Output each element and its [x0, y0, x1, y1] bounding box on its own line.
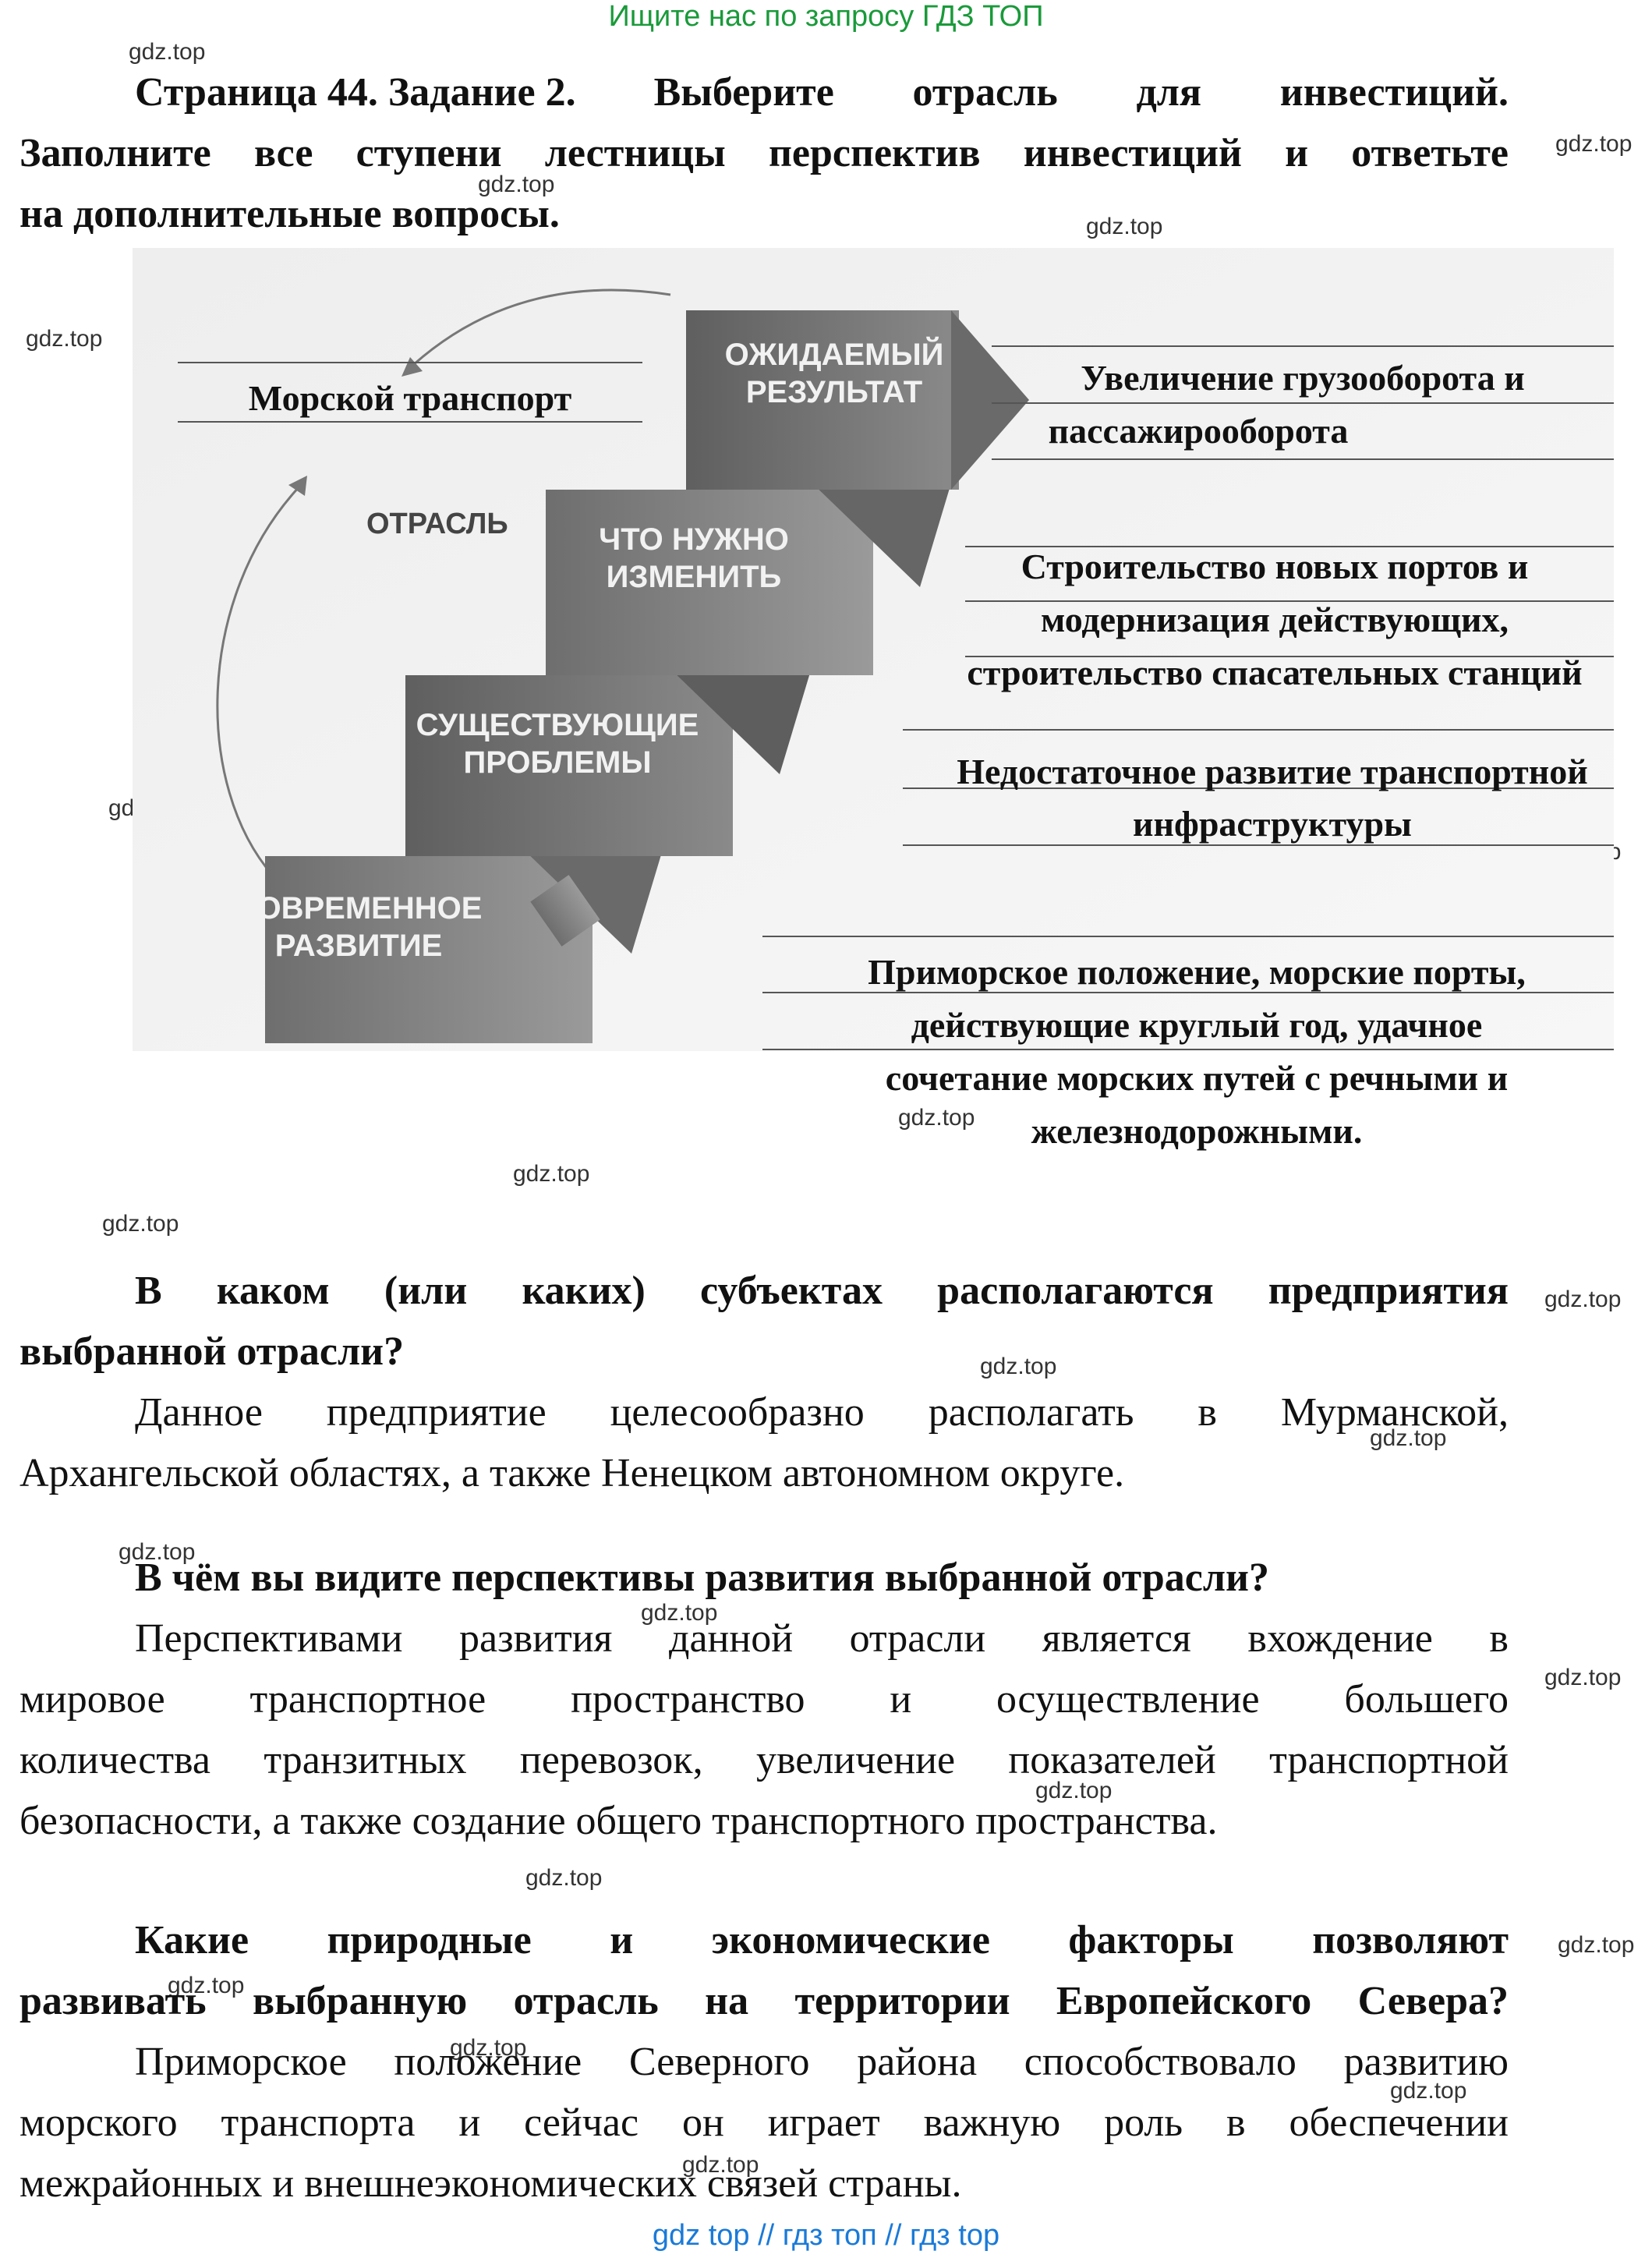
- answer-3-line1: Приморское положение Северного района сп…: [135, 2040, 1509, 2084]
- answer-line: [903, 787, 1614, 789]
- top-search-link[interactable]: Ищите нас по запросу ГДЗ ТОП: [608, 0, 1044, 33]
- industry-answer: Морской транспорт: [248, 378, 572, 418]
- expected-result-answer-line1: Увеличение грузооборота и: [1081, 358, 1525, 398]
- watermark: gdz.top: [1086, 214, 1163, 239]
- answer-3-line2: морского транспорта и сейчас он играет в…: [19, 2101, 1509, 2145]
- watermark: gdz.top: [450, 2035, 527, 2061]
- question-3-line2: развивать выбранную отрасль на территори…: [19, 1979, 1509, 2023]
- existing-problems-answer-line2: инфраструктуры: [1133, 804, 1412, 844]
- watermark: gdz.top: [641, 1600, 718, 1626]
- question-1-line2: выбранной отрасли?: [19, 1329, 405, 1374]
- answer-line: [762, 936, 1614, 937]
- bottom-site-links[interactable]: gdz top // гдз топ // гдз top: [652, 2219, 1000, 2252]
- watermark: gdz.top: [1555, 131, 1633, 157]
- upper-curved-arrow: [412, 288, 671, 366]
- answer-3-line3: межрайонных и внешнеэкономических связей…: [19, 2161, 962, 2206]
- question-3-line1: Какие природные и экономические факторы …: [135, 1918, 1509, 1962]
- answer-1-line2: Архангельской областях, а также Ненецком…: [19, 1451, 1125, 1495]
- watermark: gdz.top: [1544, 1665, 1622, 1690]
- answer-2-line4: безопасности, а также создание общего тр…: [19, 1799, 1218, 1843]
- watermark: gdz.top: [478, 172, 555, 197]
- current-development-answer-line3: сочетание морских путей с речными и: [885, 1058, 1509, 1098]
- question-block-2: В чём вы видите перспективы развития выб…: [19, 1548, 1509, 1852]
- watermark: gdz.top: [26, 326, 103, 352]
- task-instruction-1: Выберите отрасль для инвестиций.: [653, 70, 1509, 115]
- watermark: gdz.top: [1035, 1778, 1113, 1803]
- answer-line: [965, 546, 1614, 547]
- answer-line: [178, 421, 642, 423]
- step-label: ОЖИДАЕМЫЙ: [725, 336, 944, 372]
- current-development-answer-line2: действующие круглый год, удачное: [911, 1005, 1483, 1045]
- step-label: ИЗМЕНИТЬ: [607, 560, 782, 594]
- watermark: gdz.top: [682, 2152, 759, 2178]
- answer-2-line3: количества транзитных перевозок, увеличе…: [19, 1738, 1509, 1782]
- task-instruction-3: на дополнительные вопросы.: [19, 192, 560, 236]
- step-label: ЧТО НУЖНО: [599, 522, 789, 557]
- step-label: РЕЗУЛЬТАТ: [746, 375, 922, 409]
- left-arrow-head: [288, 476, 307, 496]
- watermark: gdz.top: [1558, 1932, 1635, 1958]
- watermark: gdz.top: [102, 1211, 179, 1237]
- answer-line: [992, 458, 1614, 460]
- answer-line: [965, 600, 1614, 602]
- watermark: gdz.top: [1390, 2078, 1467, 2104]
- watermark: gdz.top: [980, 1354, 1057, 1379]
- current-development-answer-line1: Приморское положение, морские порты,: [868, 952, 1526, 992]
- answer-2-line1: Перспективами развития данной отрасли яв…: [135, 1616, 1509, 1661]
- question-block-3: Какие природные и экономические факторы …: [19, 1910, 1509, 2214]
- industry-side-label: ОТРАСЛЬ: [366, 508, 508, 540]
- current-development-answer-line4: железнодорожными.: [1031, 1111, 1363, 1151]
- what-to-change-answer-line2: модернизация действующих,: [1040, 600, 1509, 639]
- task-title: Страница 44. Задание 2.: [135, 70, 576, 115]
- question-1-line1: В каком (или каких) субъектах располагаю…: [135, 1269, 1509, 1313]
- step-expected-result: ОЖИДАЕМЫЙ РЕЗУЛЬТАТ: [686, 310, 1029, 490]
- step-label: СУЩЕСТВУЮЩИЕ: [416, 708, 699, 742]
- answer-line: [992, 345, 1614, 347]
- answer-2-line2: мировое транспортное пространство и осущ…: [19, 1677, 1509, 1722]
- watermark: gdz.top: [1370, 1425, 1447, 1451]
- answer-line: [178, 362, 642, 363]
- answer-1-line1: Данное предприятие целесообразно распола…: [135, 1390, 1509, 1435]
- what-to-change-answer-line1: Строительство новых портов и: [1021, 547, 1529, 586]
- upper-arrow-head: [402, 357, 423, 377]
- answer-line: [903, 729, 1614, 731]
- question-block-1: В каком (или каких) субъектах располагаю…: [19, 1261, 1509, 1504]
- question-2-line1: В чём вы видите перспективы развития выб…: [135, 1555, 1269, 1600]
- step-label: РАЗВИТИЕ: [275, 929, 443, 963]
- watermark: gdz.top: [1544, 1286, 1622, 1312]
- answer-line: [992, 402, 1614, 404]
- answer-line: [903, 844, 1614, 846]
- task-heading: Страница 44. Задание 2. Выберите отрасль…: [19, 62, 1509, 245]
- watermark: gdz.top: [168, 1973, 245, 1998]
- existing-problems-answer-line1: Недостаточное развитие транспортной: [957, 752, 1588, 791]
- answer-line: [762, 992, 1614, 993]
- watermark: gdz.top: [119, 1539, 196, 1565]
- step-label: СОВРЕМЕННОЕ: [235, 891, 483, 925]
- what-to-change-answer-line3: строительство спасательных станций: [967, 653, 1583, 692]
- answer-line: [965, 656, 1614, 657]
- answer-line: [762, 1049, 1614, 1050]
- step-label: ПРОБЛЕМЫ: [464, 745, 652, 780]
- task-instruction-2: Заполните все ступени лестницы перспекти…: [19, 131, 1509, 175]
- watermark: gdz.top: [525, 1865, 603, 1891]
- watermark: gdz.top: [898, 1105, 975, 1131]
- left-curved-arrow: [216, 484, 302, 876]
- investment-staircase-diagram: СОВРЕМЕННОЕ РАЗВИТИЕ СУЩЕСТВУЮЩИЕ ПРОБЛЕ…: [133, 248, 1614, 1051]
- watermark: gdz.top: [129, 39, 206, 65]
- expected-result-answer-line2: пассажирооборота: [1048, 411, 1349, 451]
- watermark: gdz.top: [513, 1161, 590, 1187]
